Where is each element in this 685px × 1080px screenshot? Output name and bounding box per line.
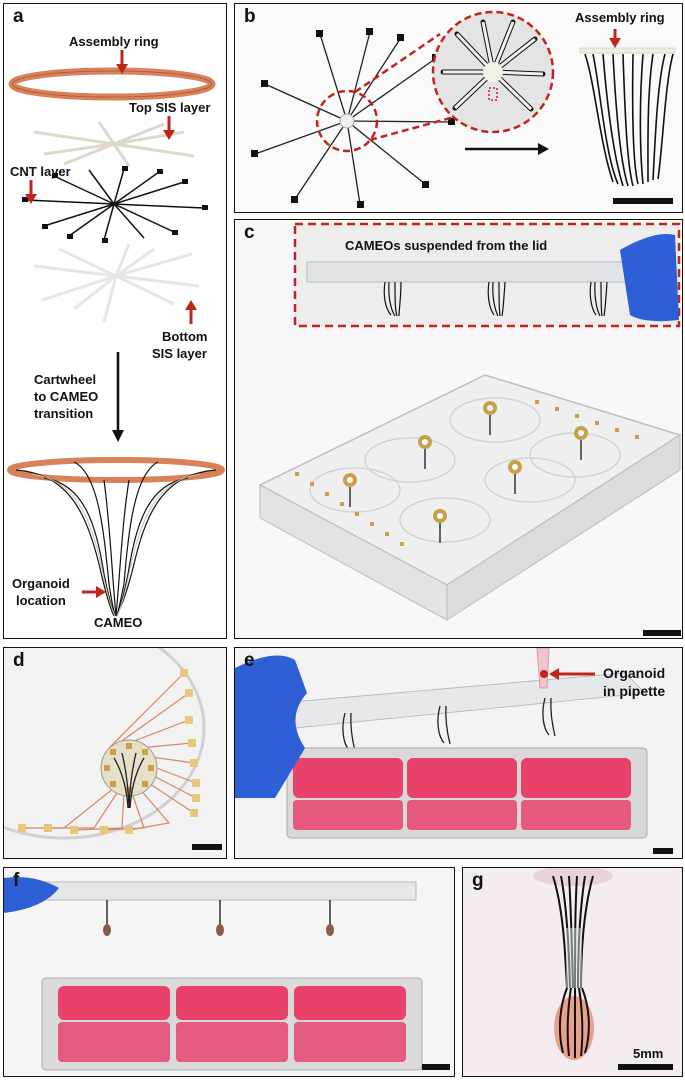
label-location: location <box>16 593 66 608</box>
label-sis-layer: SIS layer <box>152 346 207 361</box>
cameo-assembly-diagram <box>7 50 225 617</box>
label-assembly-ring: Assembly ring <box>69 34 159 49</box>
label-cameo: CAMEO <box>94 615 143 630</box>
panel-d-label: d <box>13 650 25 671</box>
label-g-scale: 5mm <box>633 1046 664 1061</box>
panel-f: f <box>3 867 455 1077</box>
panel-d: d <box>3 647 227 859</box>
panel-f-label: f <box>13 870 20 891</box>
panel-b-label: b <box>244 6 256 27</box>
cartwheel-photo <box>251 10 676 208</box>
panel-g: g 5mm <box>462 867 683 1077</box>
label-e-in-pipette: in pipette <box>603 683 666 699</box>
panel-e: e Organoid in pipette <box>234 647 683 859</box>
label-b-assembly-ring: Assembly ring <box>575 10 665 25</box>
panel-b: b <box>234 3 683 213</box>
organoid-closeup-photo <box>533 868 673 1070</box>
lid-over-plate-photo <box>4 877 450 1071</box>
electrode-photo <box>4 648 222 850</box>
well-plate-photo <box>258 222 682 636</box>
label-organoid: Organoid <box>12 576 70 591</box>
label-top-sis-layer: Top SIS layer <box>129 100 211 115</box>
label-e-organoid: Organoid <box>603 665 666 681</box>
label-cameos-suspended: CAMEOs suspended from the lid <box>345 238 548 253</box>
panel-c-label: c <box>244 222 255 243</box>
label-transition: transition <box>34 406 94 421</box>
label-to-cameo: to CAMEO <box>34 389 99 404</box>
label-cartwheel: Cartwheel <box>34 372 97 387</box>
panel-g-label: g <box>472 870 484 891</box>
panel-e-label: e <box>244 650 255 671</box>
panel-a-label: a <box>13 6 24 27</box>
plate-medium-photo <box>235 648 673 854</box>
panel-a: a <box>3 3 227 639</box>
label-bottom: Bottom <box>162 329 208 344</box>
panel-c: c <box>234 219 683 639</box>
label-cnt-layer: CNT layer <box>10 164 71 179</box>
